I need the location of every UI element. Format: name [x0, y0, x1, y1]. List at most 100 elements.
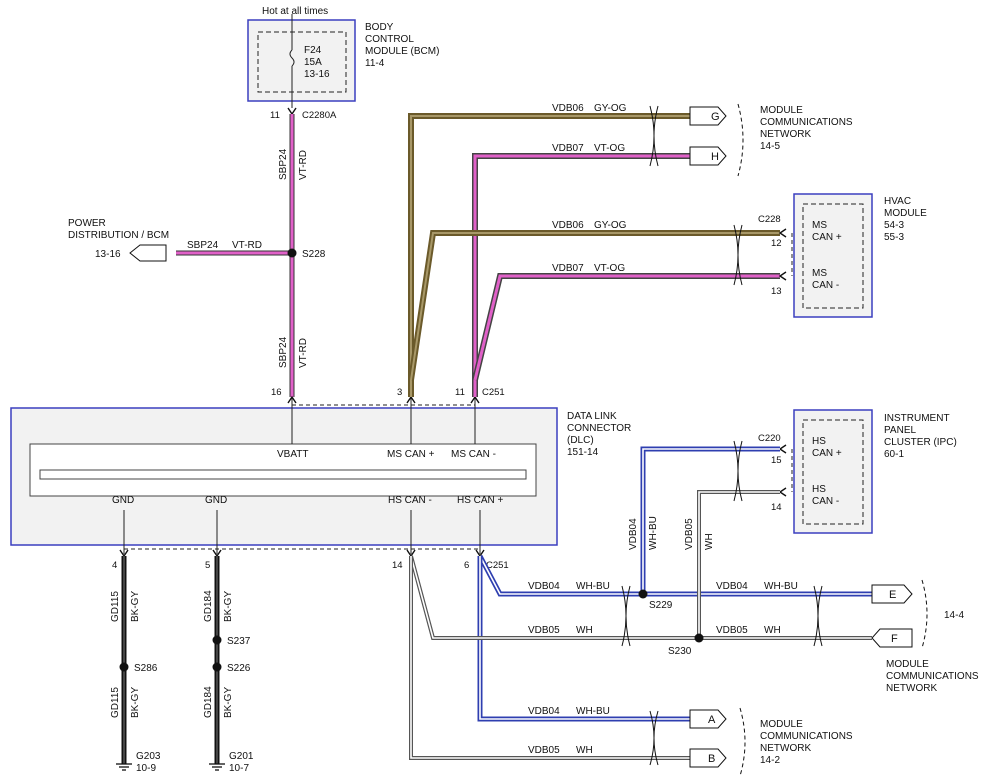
wire-label-vdb06-top: VDB06: [552, 103, 584, 114]
ipc-pin-14: 14: [771, 502, 782, 513]
hvac-title-1: HVAC: [884, 196, 911, 207]
bcm-connector: C2280A: [302, 110, 337, 121]
dlc-pin-16: 16: [271, 387, 282, 398]
terminal-f-label: F: [891, 633, 898, 645]
splice-s237: [212, 635, 222, 645]
wire-label-gd115-a: GD115: [110, 591, 121, 622]
wire-color-whbu-v: WH-BU: [648, 516, 659, 550]
hvac-module: [793, 193, 873, 318]
bcm-module: F24 15A 13-16 BODY CONTROL MODULE (BCM) …: [247, 14, 439, 108]
wire-color-bkgy-a: BK-GY: [130, 591, 141, 622]
terminal-g: [689, 106, 727, 126]
network-mid-title-2: COMMUNICATIONS: [886, 671, 979, 682]
wire-label-vdb05-c: VDB05: [528, 745, 560, 756]
wire-label-gd184-a: GD184: [203, 590, 214, 622]
hvac-can-plus-1: MS: [812, 220, 827, 231]
ipc-title-3: CLUSTER (IPC): [884, 437, 957, 448]
ipc-pin-arrows: [778, 444, 787, 497]
wire-color-wh-v: WH: [704, 533, 715, 550]
splice-s286: [119, 662, 129, 672]
hvac-title-3: 54-3: [884, 220, 904, 231]
dlc-label-hs-can-minus: HS CAN -: [388, 495, 432, 506]
splice-s230: [694, 633, 704, 643]
terminal-b: [689, 748, 727, 768]
terminal-h: [689, 146, 727, 166]
terminal-e: [871, 584, 913, 604]
bcm-pin-arrow: [287, 107, 297, 116]
ground-symbol-g203: [116, 763, 132, 771]
hvac-can-minus-2: CAN -: [812, 280, 839, 291]
ipc-title-4: 60-1: [884, 449, 904, 460]
splice-s228: [287, 248, 297, 258]
dlc-label-hs-can-plus: HS CAN +: [457, 495, 504, 506]
ipc-pin-15: 15: [771, 455, 782, 466]
dlc-top-arrows: [287, 395, 480, 404]
terminal-b-label: B: [708, 753, 715, 765]
hvac-can-plus-2: CAN +: [812, 232, 842, 243]
wire-color-vtog-hvac: VT-OG: [594, 263, 625, 274]
wire-vdb05: [409, 490, 872, 760]
twist-marker-hs-a: [621, 585, 631, 647]
connector-c251-top: C251: [482, 387, 505, 398]
twist-marker-hvac: [733, 224, 743, 286]
wire-vdb07-top: [472, 153, 690, 397]
dlc-title-3: (DLC): [567, 435, 594, 446]
twist-marker-hs-b: [813, 585, 823, 647]
wire-label-vdb05-a: VDB05: [528, 625, 560, 636]
hvac-pin-12: 12: [771, 238, 782, 249]
splice-s229: [638, 589, 648, 599]
dlc-label-ms-can-minus: MS CAN -: [451, 449, 496, 460]
wire-label-vdb05-v: VDB05: [684, 518, 695, 550]
splice-s226: [212, 662, 222, 672]
wire-color-whbu-a: WH-BU: [576, 581, 610, 592]
wire-label-vdb05-b: VDB05: [716, 625, 748, 636]
wire-vdb07-hvac: [472, 273, 780, 381]
wire-label-vdb04-a: VDB04: [528, 581, 560, 592]
wire-color-wh-b: WH: [764, 625, 781, 636]
network-bottom-title-4: 14-2: [760, 755, 780, 766]
bcm-title-3: MODULE (BCM): [365, 46, 439, 57]
dlc-pin-3: 3: [397, 387, 402, 398]
network-mid-brace: [921, 579, 928, 649]
wire-color-bkgy-b: BK-GY: [130, 687, 141, 718]
wire-color-vtrd-a: VT-RD: [298, 150, 309, 180]
network-mid-ref: 14-4: [944, 610, 964, 621]
wire-vdb06-hvac: [408, 230, 780, 381]
wire-color-wh-a: WH: [576, 625, 593, 636]
dlc-title-2: CONNECTOR: [567, 423, 631, 434]
wire-color-whbu-c: WH-BU: [576, 706, 610, 717]
terminal-a-label: A: [708, 714, 716, 726]
ipc-can-minus-1: HS: [812, 484, 826, 495]
power-dist-title-2: DISTRIBUTION / BCM: [68, 230, 169, 241]
network-mid-title-3: NETWORK: [886, 683, 937, 694]
connector-c251-bottom: C251: [486, 560, 509, 571]
wire-label-vdb07-hvac: VDB07: [552, 263, 584, 274]
wire-color-gyog-hvac: GY-OG: [594, 220, 627, 231]
terminal-a: [689, 709, 727, 729]
connector-c220: C220: [758, 433, 781, 444]
ipc-can-plus-2: CAN +: [812, 448, 842, 459]
network-top-title-4: 14-5: [760, 141, 780, 152]
wire-label-gd184-b: GD184: [203, 686, 214, 718]
power-dist-title-1: POWER: [68, 218, 106, 229]
dlc-label-ms-can-plus: MS CAN +: [387, 449, 435, 460]
wire-label-vdb06-hvac: VDB06: [552, 220, 584, 231]
ipc-title-2: PANEL: [884, 425, 916, 436]
network-bottom-title-3: NETWORK: [760, 743, 811, 754]
wire-label-vdb07-top: VDB07: [552, 143, 584, 154]
splice-label-s226: S226: [227, 663, 251, 674]
branch-circuit: SBP24: [187, 240, 219, 251]
fuse-rating: 15A: [304, 57, 322, 68]
bcm-title-4: 11-4: [365, 58, 385, 69]
dlc-pin-5: 5: [205, 560, 210, 571]
supply-label: Hot at all times: [262, 6, 328, 17]
hvac-title-4: 55-3: [884, 232, 904, 243]
wire-color-vtog-top: VT-OG: [594, 143, 625, 154]
dlc-label-gnd-1: GND: [112, 495, 134, 506]
wire-color-gyog-top: GY-OG: [594, 103, 627, 114]
connector-c228: C228: [758, 214, 781, 225]
terminal-e-label: E: [889, 589, 896, 601]
network-top-title-1: MODULE: [760, 105, 803, 116]
wire-color-wh-c: WH: [576, 745, 593, 756]
ipc-module: [793, 409, 873, 534]
